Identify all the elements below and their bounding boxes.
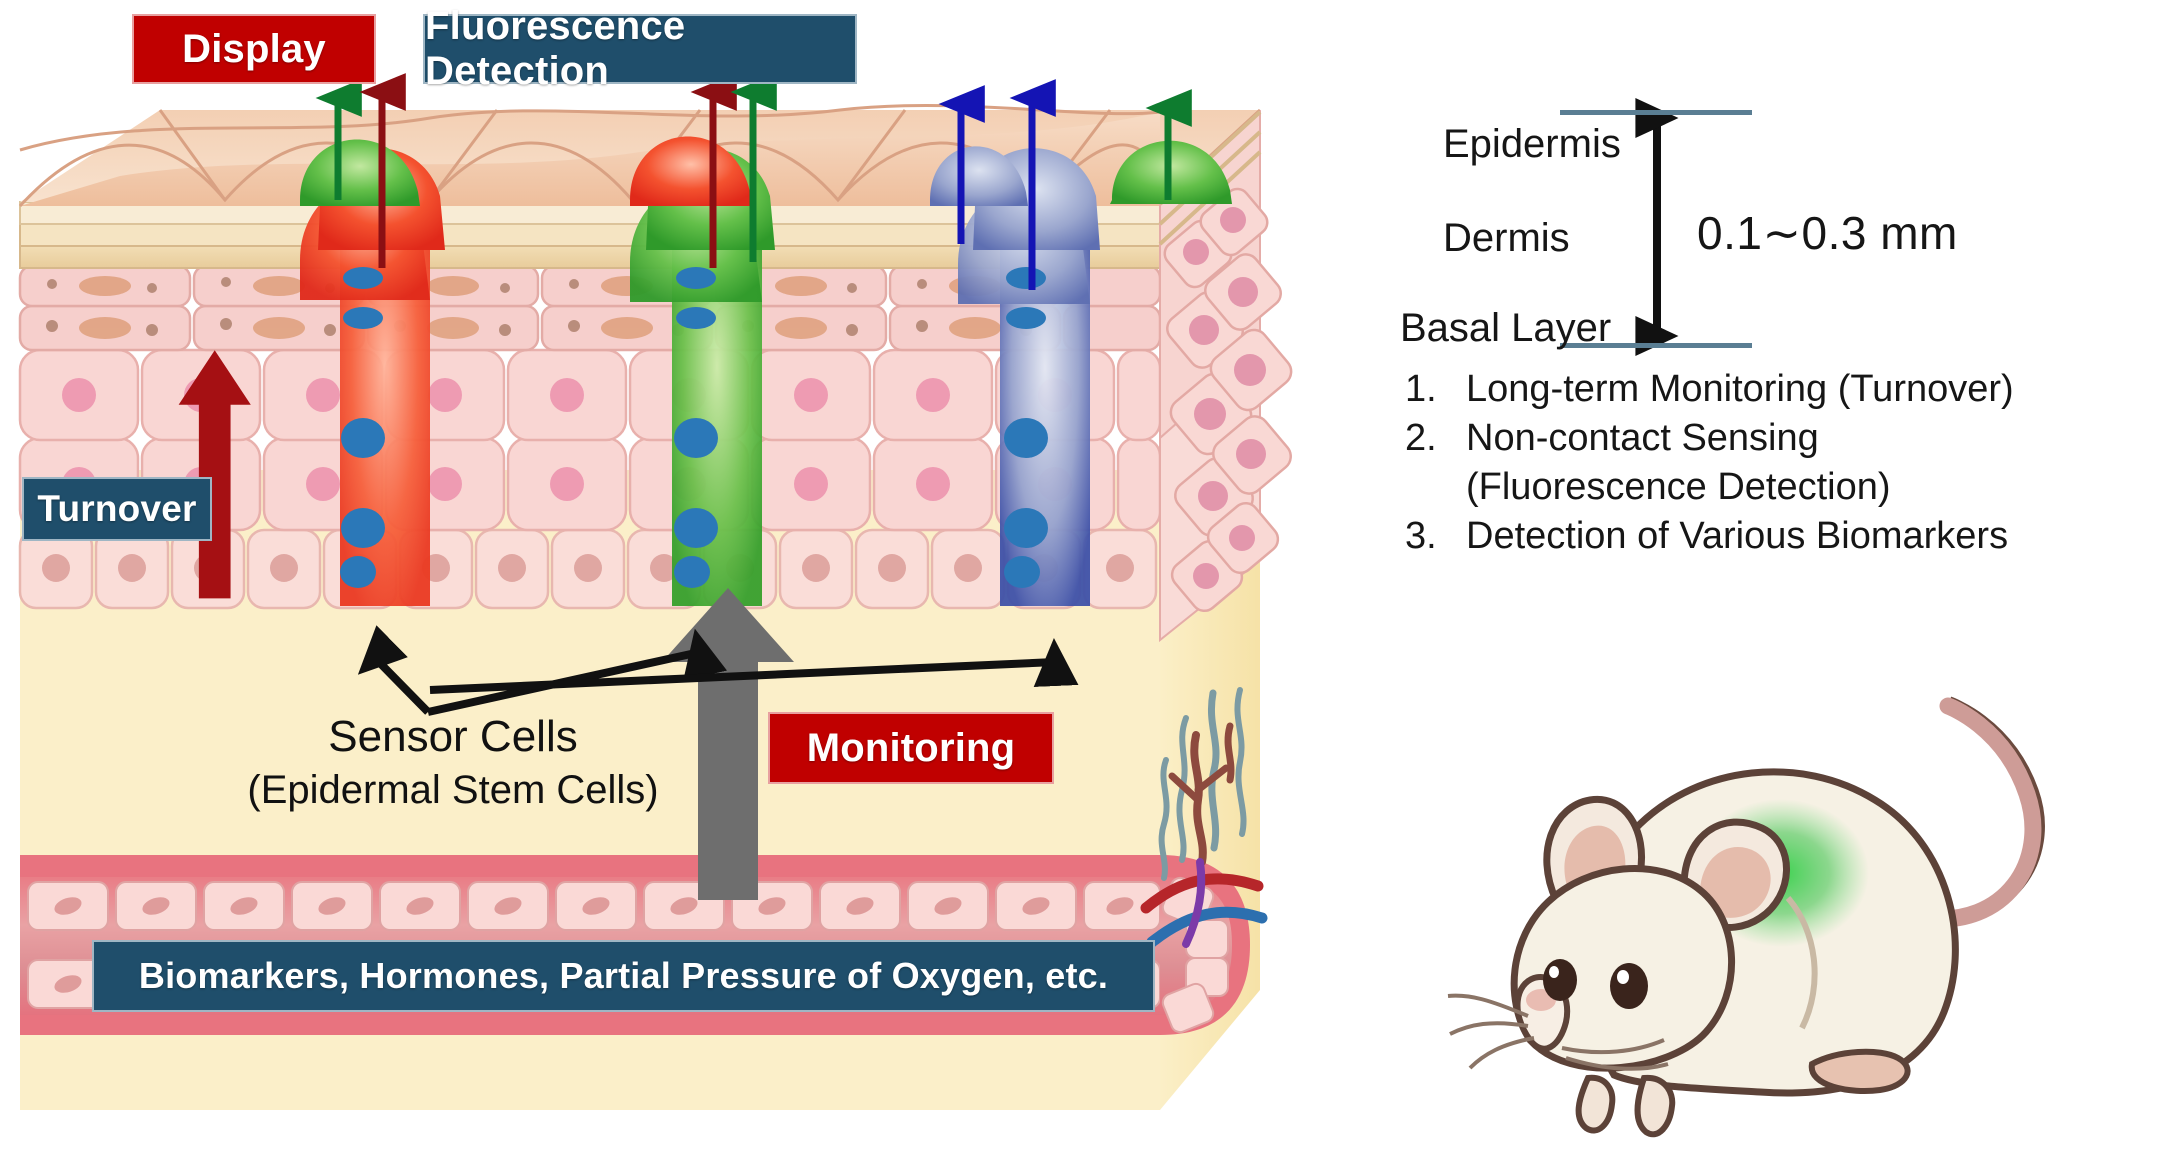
sensor-column-green (630, 136, 775, 606)
feature-item-2-sub: (Fluorescence Detection) (1466, 466, 1891, 508)
basal-layer-rule (1560, 343, 1752, 348)
epidermis-label: Epidermis (1443, 122, 1621, 166)
mouse-illustration-icon (1447, 696, 2045, 1138)
monitoring-arrow-icon (662, 588, 794, 900)
basal-cell-row (18, 528, 1158, 610)
feature-item-1: Long-term Monitoring (Turnover) (1466, 368, 2014, 410)
thickness-value: 0.1∼0.3 mm (1697, 207, 1958, 259)
feature-number-3: 3. (1405, 515, 1437, 557)
sensor-column-red (300, 139, 445, 606)
capillary-network (1140, 687, 1268, 948)
turnover-arrow-icon (178, 350, 251, 599)
biomarkers-banner[interactable]: Biomarkers, Hormones, Partial Pressure o… (92, 940, 1155, 1012)
feature-item-3: Detection of Various Biomarkers (1466, 515, 2009, 557)
fluorescence-detection-badge[interactable]: Fluorescence Detection (423, 4, 857, 93)
sensor-column-blue (930, 146, 1100, 606)
display-badge[interactable]: Display (132, 14, 376, 84)
emission-arrows (315, 73, 1192, 290)
double-arrow-icon (357, 625, 431, 715)
stratum-corneum (19, 201, 1161, 269)
epidermis-top-rule (1560, 110, 1752, 115)
sensor-cells-pointer (357, 625, 1079, 716)
feature-number-2: 2. (1405, 417, 1437, 459)
sensor-cells-sublabel: (Epidermal Stem Cells) (247, 768, 659, 812)
turnover-badge[interactable]: Turnover (22, 477, 212, 541)
sensor-cells-label: Sensor Cells (328, 712, 578, 761)
feature-number-1: 1. (1405, 368, 1437, 410)
dermis-label: Dermis (1443, 216, 1570, 260)
monitoring-badge[interactable]: Monitoring (768, 712, 1054, 784)
basal-layer-label: Basal Layer (1400, 306, 1612, 350)
feature-item-2: Non-contact Sensing (1466, 417, 1819, 459)
double-arrow-icon (429, 638, 1079, 694)
